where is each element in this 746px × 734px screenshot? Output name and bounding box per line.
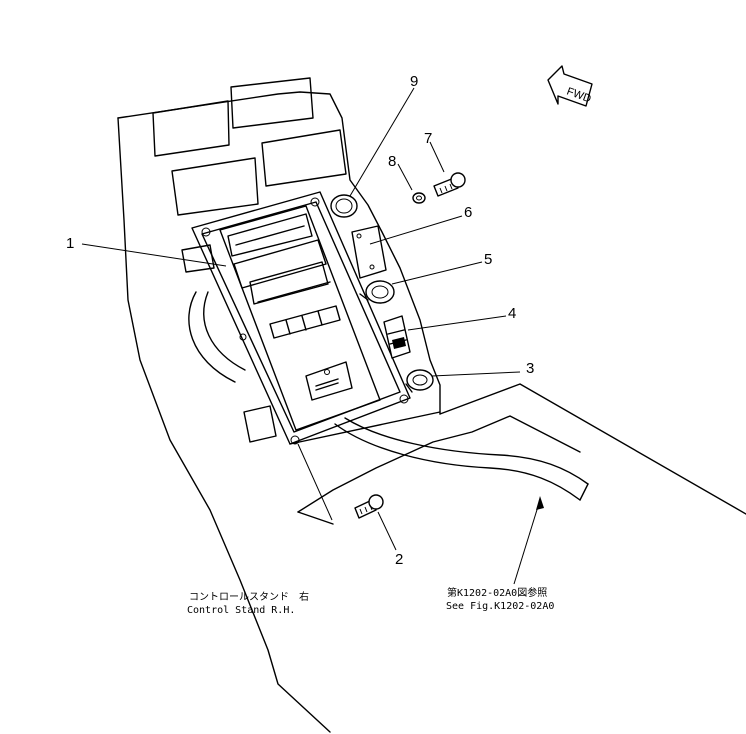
callout-6: 6 [464,204,472,221]
callout-5: 5 [484,251,492,268]
callout-numbers: 1 2 3 4 5 6 7 8 9 [66,73,534,568]
bolt-7 [433,172,466,197]
captions: コントロールスタンド 右 Control Stand R.H. 第K1202-0… [187,586,554,616]
knob-9 [330,194,358,218]
caption-ref-fig-en: See Fig.K1202-02A0 [446,601,554,612]
caption-ref-fig-jp: 第K1202-02A0図参照 [447,586,547,599]
upper-panel-grid [152,77,347,216]
wire-harness [181,244,277,443]
bolt-2 [354,494,384,519]
monitor-panel [191,191,441,445]
knob-3 [405,369,434,393]
control-stand-body [117,91,746,733]
leader-lines [81,87,544,585]
caption-control-stand-en: Control Stand R.H. [187,605,295,616]
callout-9: 9 [410,73,418,90]
callout-4: 4 [508,305,516,322]
bracket-plate-6 [351,225,387,279]
callout-2: 2 [395,551,403,568]
fwd-arrow-icon: FWD [547,65,593,107]
callout-7: 7 [424,130,432,147]
callout-1: 1 [66,235,74,252]
cable-reference [334,417,589,501]
callout-8: 8 [388,153,396,170]
switch-5 [359,280,395,304]
rocker-switch-4 [383,315,411,359]
caption-control-stand-jp: コントロールスタンド 右 [189,590,309,603]
washer-8 [412,192,426,204]
callout-3: 3 [526,360,534,377]
